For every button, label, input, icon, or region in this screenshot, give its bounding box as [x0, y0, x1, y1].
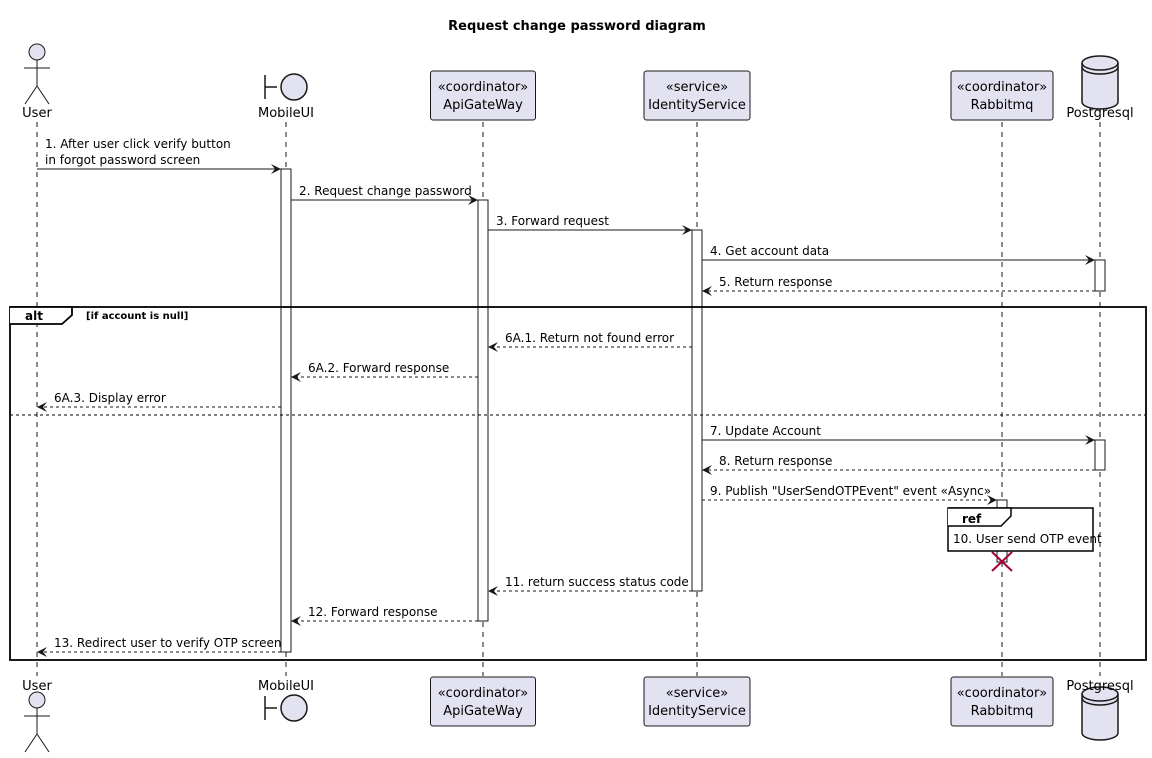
participant-name: Postgresql — [1066, 679, 1133, 694]
message-2: 2. Request change password — [291, 184, 478, 205]
ref-text: 10. User send OTP event — [953, 532, 1102, 546]
ref-fragment: ref 10. User send OTP event — [947, 507, 1102, 552]
destroy-x-icon — [991, 551, 1013, 572]
message-11: 9. Publish "UserSendOTPEvent" event «Asy… — [702, 484, 997, 505]
message-label: 6A.1. Return not found error — [505, 331, 674, 345]
participant-box — [430, 676, 536, 727]
message-label: 1. After user click verify button — [45, 137, 231, 151]
participant-postgresql-bottom: Postgresql — [1066, 679, 1134, 741]
participant-name: User — [22, 106, 52, 121]
boundary-icon — [264, 694, 308, 722]
participant-user-top: User — [22, 43, 52, 121]
alt-label: alt — [25, 309, 43, 323]
message-label: 9. Publish "UserSendOTPEvent" event «Asy… — [710, 484, 991, 498]
participant-stereotype: «service» — [666, 686, 728, 701]
message-label: 4. Get account data — [710, 244, 829, 258]
message-label: 6A.3. Display error — [54, 391, 166, 405]
activation-apigateway — [477, 199, 489, 622]
message-label: 12. Forward response — [308, 605, 437, 619]
participant-stereotype: «coordinator» — [438, 80, 529, 95]
participant-name: IdentityService — [648, 704, 746, 719]
participant-stereotype: «coordinator» — [957, 686, 1048, 701]
message-label: in forgot password screen — [45, 153, 200, 167]
message-14: 13. Redirect user to verify OTP screen — [37, 636, 281, 657]
participant-name: ApiGateWay — [443, 98, 523, 113]
message-13: 12. Forward response — [291, 605, 478, 626]
participant-user-bottom: User — [22, 679, 52, 753]
participant-stereotype: «service» — [666, 80, 728, 95]
participant-name: MobileUI — [258, 106, 314, 121]
participant-identity-top: «service» IdentityService — [643, 70, 751, 121]
participant-apigateway-bottom: «coordinator» ApiGateWay — [430, 676, 536, 727]
message-5: 5. Return response — [702, 275, 1095, 296]
diagram-title: Request change password diagram — [448, 19, 706, 34]
message-label: 8. Return response — [719, 454, 832, 468]
participant-apigateway-top: «coordinator» ApiGateWay — [430, 70, 536, 121]
participant-box — [643, 70, 751, 121]
message-12: 11. return success status code — [488, 575, 692, 596]
activation-identity — [691, 229, 703, 592]
message-4: 4. Get account data — [702, 244, 1095, 265]
participant-mobileui-bottom: MobileUI — [258, 679, 314, 722]
message-label: 6A.2. Forward response — [308, 361, 449, 375]
participant-rabbitmq-top: «coordinator» Rabbitmq — [950, 70, 1054, 121]
message-1: 1. After user click verify button in for… — [37, 137, 281, 174]
activation-postgresql-1 — [1094, 259, 1106, 292]
message-label: 7. Update Account — [710, 424, 821, 438]
participant-name: User — [22, 679, 52, 694]
ref-tab — [948, 507, 1012, 527]
participant-name: Rabbitmq — [971, 704, 1034, 719]
participant-box — [950, 70, 1054, 121]
alt-frame — [9, 306, 1147, 661]
activation-mobileui — [280, 168, 292, 653]
message-8: 6A.3. Display error — [37, 391, 281, 412]
participant-stereotype: «coordinator» — [438, 686, 529, 701]
participant-rabbitmq-bottom: «coordinator» Rabbitmq — [950, 676, 1054, 727]
alt-tab — [10, 306, 73, 325]
participant-box — [430, 70, 536, 121]
database-icon — [1081, 686, 1119, 741]
activations — [280, 168, 1106, 653]
database-icon — [1081, 55, 1119, 110]
alt-guard: [if account is null] — [86, 311, 188, 322]
message-3: 3. Forward request — [488, 214, 692, 235]
participant-identity-bottom: «service» IdentityService — [643, 676, 751, 727]
participant-heads: UserUserMobileUIMobileUI«coordinator»Api… — [22, 43, 1134, 753]
participant-name: Postgresql — [1066, 106, 1133, 121]
actor-icon — [24, 43, 50, 105]
participant-name: IdentityService — [648, 98, 746, 113]
activation-postgresql-2 — [1094, 439, 1106, 471]
message-7: 6A.2. Forward response — [291, 361, 478, 382]
participant-name: ApiGateWay — [443, 704, 523, 719]
lifelines — [36, 122, 1101, 676]
actor-icon — [24, 691, 50, 753]
message-label: 5. Return response — [719, 275, 832, 289]
message-10: 8. Return response — [702, 454, 1095, 475]
message-6: 6A.1. Return not found error — [488, 331, 692, 352]
alt-fragment: alt [if account is null] — [9, 306, 1147, 661]
message-9: 7. Update Account — [702, 424, 1095, 445]
message-label: 11. return success status code — [505, 575, 689, 589]
participant-box — [643, 676, 751, 727]
ref-label: ref — [962, 512, 982, 526]
boundary-icon — [264, 73, 308, 101]
participant-mobileui-top: MobileUI — [258, 73, 314, 121]
message-label: 3. Forward request — [496, 214, 609, 228]
participant-stereotype: «coordinator» — [957, 80, 1048, 95]
message-label: 13. Redirect user to verify OTP screen — [54, 636, 281, 650]
participant-postgresql-top: Postgresql — [1066, 55, 1134, 121]
participant-box — [950, 676, 1054, 727]
message-label: 2. Request change password — [299, 184, 472, 198]
participant-name: Rabbitmq — [971, 98, 1034, 113]
messages: 1. After user click verify button in for… — [37, 137, 1095, 657]
participant-name: MobileUI — [258, 679, 314, 694]
